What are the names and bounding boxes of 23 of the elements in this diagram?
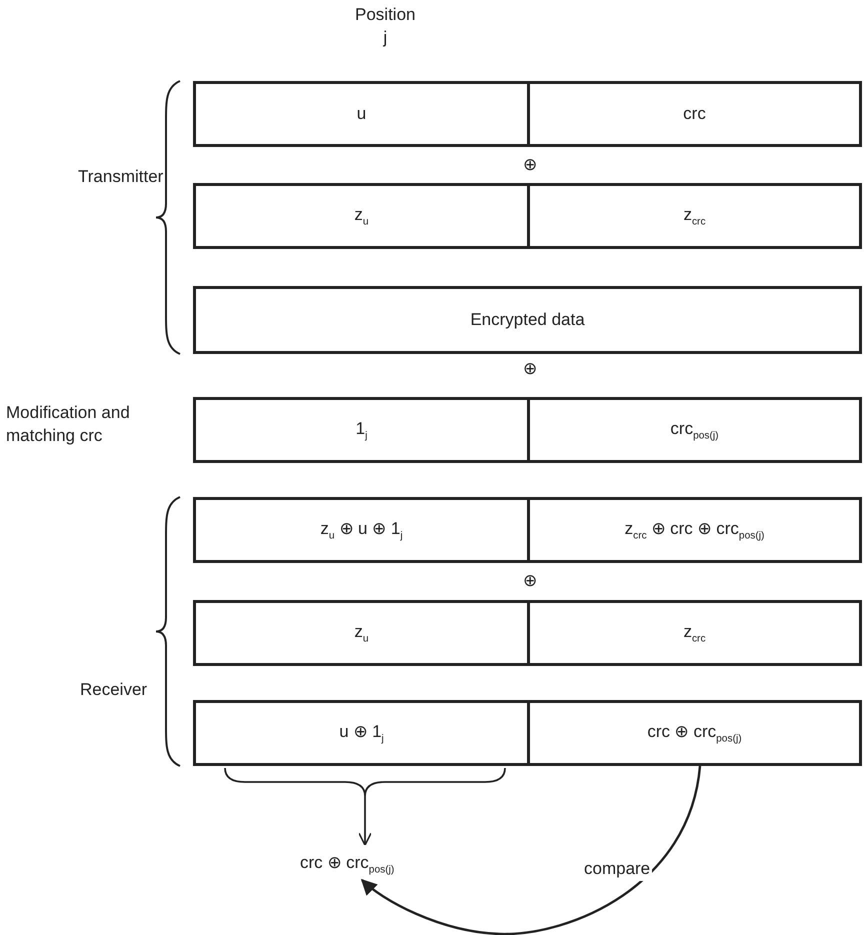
bit-field: z$_{crc}$ [530,600,862,666]
brace-arrow [224,767,506,846]
bit-field: z$_{crc}$ ⊕ crc ⊕ crc$_{pos(j)}$ [530,497,862,563]
xor-symbol: ⊕ [522,570,538,592]
position-label: Position j [355,4,416,49]
bit-field: crc [530,81,862,147]
bit-field: z$_{u}$ ⊕ u ⊕ 1$_{j}$ [193,497,530,563]
xor-symbol: ⊕ [522,154,538,176]
bit-field: crc$_{pos(j)}$ [530,397,862,463]
bit-field: z$_{u}$ [193,600,530,666]
xor-symbol: ⊕ [522,358,538,380]
bit-field: u [193,81,530,147]
bit-field: u ⊕ 1$_{j}$ [193,700,530,766]
group-label: Transmitter [78,166,164,188]
bit-field: Encrypted data [193,286,862,354]
group-label: Receiver [80,679,148,701]
result-text: crc ⊕ crc$_{pos(j)}$ [300,852,394,876]
bit-field: z$_{u}$ [193,183,530,249]
row-label: Modification and matching crc [6,402,131,447]
bit-field: 1$_{j}$ [193,397,530,463]
bit-field: z$_{crc}$ [530,183,862,249]
curved-arrow [360,766,702,935]
bit-field: crc ⊕ crc$_{pos(j)}$ [530,700,862,766]
